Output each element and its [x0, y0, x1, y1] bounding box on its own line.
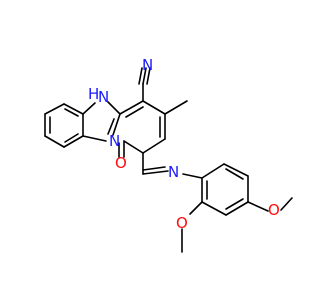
methoxy-ortho: [181, 201, 203, 253]
molecule-structure-diagram: N H N N O N O O: [44, 56, 293, 253]
dimethoxyphenyl-ring: [201, 163, 249, 216]
methoxy-para-oxygen-label: O: [268, 201, 280, 219]
carbonyl-oxygen-label: O: [115, 154, 127, 172]
imidazole-ring: [82, 101, 121, 142]
benzo-ring: [44, 103, 84, 148]
nh-hydrogen-label: H: [88, 85, 99, 103]
nitrile-group: [138, 67, 151, 102]
nitrile-nitrogen-label: N: [142, 56, 153, 74]
carbonyl-group: [118, 140, 125, 158]
nh-nitrogen-label: N: [98, 88, 109, 106]
imine-nitrogen-label: N: [168, 163, 179, 181]
methyl-bond: [164, 100, 188, 115]
methoxy-para: [247, 197, 293, 212]
ring-nitrogen-label: N: [109, 132, 120, 150]
imine-linker: [142, 152, 203, 179]
methoxy-ortho-oxygen-label: O: [176, 214, 188, 232]
pyridone-ring: [119, 100, 166, 154]
